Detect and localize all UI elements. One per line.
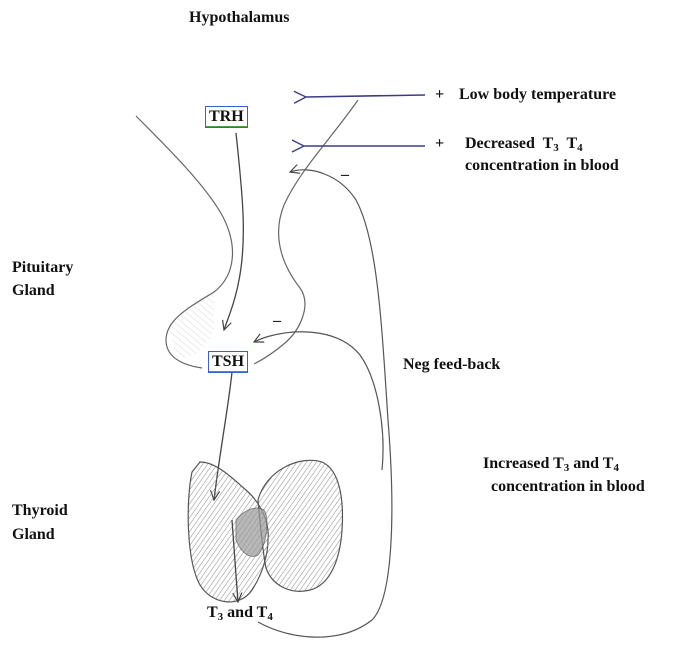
- hormones-output-label: T3 and T4: [207, 602, 273, 624]
- stimulus-low-temp-text: Low body temperature: [459, 84, 616, 106]
- increased-t3t4-line1: Increased T3 and T4: [483, 453, 619, 475]
- stimulus-decreased-line2: concentration in blood: [465, 155, 619, 177]
- pituitary-lobe: [170, 292, 214, 358]
- stalk-right-outline: [254, 100, 358, 364]
- stimulus-decreased-line1: Decreased T3 T4: [465, 133, 583, 155]
- thyroid-label-line1: Thyroid: [12, 500, 68, 522]
- feedback-minus-pituitary: –: [273, 312, 281, 330]
- pituitary-label-line1: Pituitary: [12, 257, 73, 279]
- stimulus-low-temp-sign: +: [435, 84, 444, 106]
- neg-feedback-label: Neg feed-back: [403, 354, 500, 376]
- increased-t3t4-line2: concentration in blood: [491, 476, 645, 498]
- hypothalamus-label: Hypothalamus: [189, 7, 289, 29]
- trh-to-tsh-arrow: [224, 133, 243, 330]
- pituitary-label-line2: Gland: [12, 280, 55, 302]
- feedback-minus-hypothalamus: –: [341, 166, 349, 184]
- tsh-label: TSH: [208, 351, 248, 373]
- stimulus-decreased-sign: +: [435, 133, 444, 155]
- low-temp-stimulus-arrow: [306, 95, 425, 97]
- thyroid-gland-shape: [188, 460, 342, 602]
- thyroid-label-line2: Gland: [12, 524, 55, 546]
- trh-label: TRH: [205, 106, 248, 128]
